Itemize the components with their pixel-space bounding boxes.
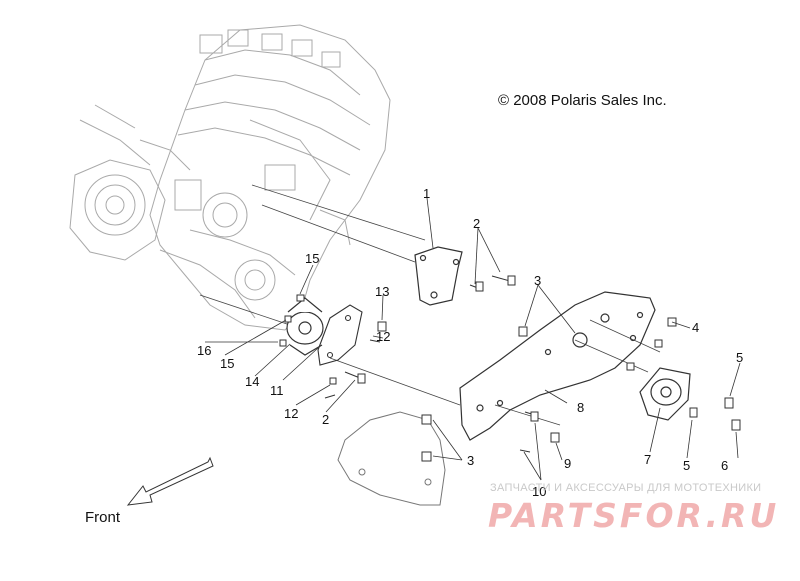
callout-15-top: 15 bbox=[305, 251, 319, 266]
callout-3-upper: 3 bbox=[534, 273, 541, 288]
engine-mount-part-14 bbox=[286, 297, 324, 356]
callout-5-right: 5 bbox=[736, 350, 743, 365]
callout-2-lower: 2 bbox=[322, 412, 329, 427]
bolts-part-2-upper bbox=[469, 275, 516, 292]
watermark-brand: PARTSFOR.RU bbox=[488, 496, 780, 535]
engine-illustration bbox=[69, 24, 391, 331]
callout-10: 10 bbox=[532, 484, 546, 499]
alignment-lines bbox=[199, 184, 661, 426]
callout-6: 6 bbox=[721, 458, 728, 473]
copyright-notice: © 2008 Polaris Sales Inc. bbox=[498, 92, 667, 109]
callout-2-upper: 2 bbox=[473, 216, 480, 231]
mounting-plate-part-8 bbox=[459, 291, 656, 441]
callout-11: 11 bbox=[270, 383, 284, 398]
callout-16: 16 bbox=[197, 343, 211, 358]
callout-12-bottom: 12 bbox=[284, 406, 298, 421]
callout-4: 4 bbox=[692, 320, 699, 335]
front-arrow-icon bbox=[126, 456, 214, 506]
watermark-tagline: ЗАПЧАСТИ И АКСЕССУАРЫ ДЛЯ МОТОТЕХНИКИ bbox=[490, 482, 762, 494]
callout-9: 9 bbox=[564, 456, 571, 471]
callout-3-lower: 3 bbox=[467, 453, 474, 468]
bracket-part-1 bbox=[414, 246, 463, 306]
callout-1: 1 bbox=[423, 186, 430, 201]
rear-mount-part-7 bbox=[639, 367, 691, 421]
callout-leaders bbox=[205, 197, 741, 481]
callout-8: 8 bbox=[577, 400, 584, 415]
callout-7: 7 bbox=[644, 452, 651, 467]
callout-14: 14 bbox=[245, 374, 259, 389]
callout-5-bottom: 5 bbox=[683, 458, 690, 473]
lower-bracket bbox=[337, 411, 446, 506]
callout-15-left: 15 bbox=[220, 356, 234, 371]
callout-13: 13 bbox=[375, 284, 389, 299]
plate-part-11 bbox=[317, 304, 363, 366]
callout-12-right: 12 bbox=[376, 329, 390, 344]
front-label: Front bbox=[85, 509, 121, 526]
